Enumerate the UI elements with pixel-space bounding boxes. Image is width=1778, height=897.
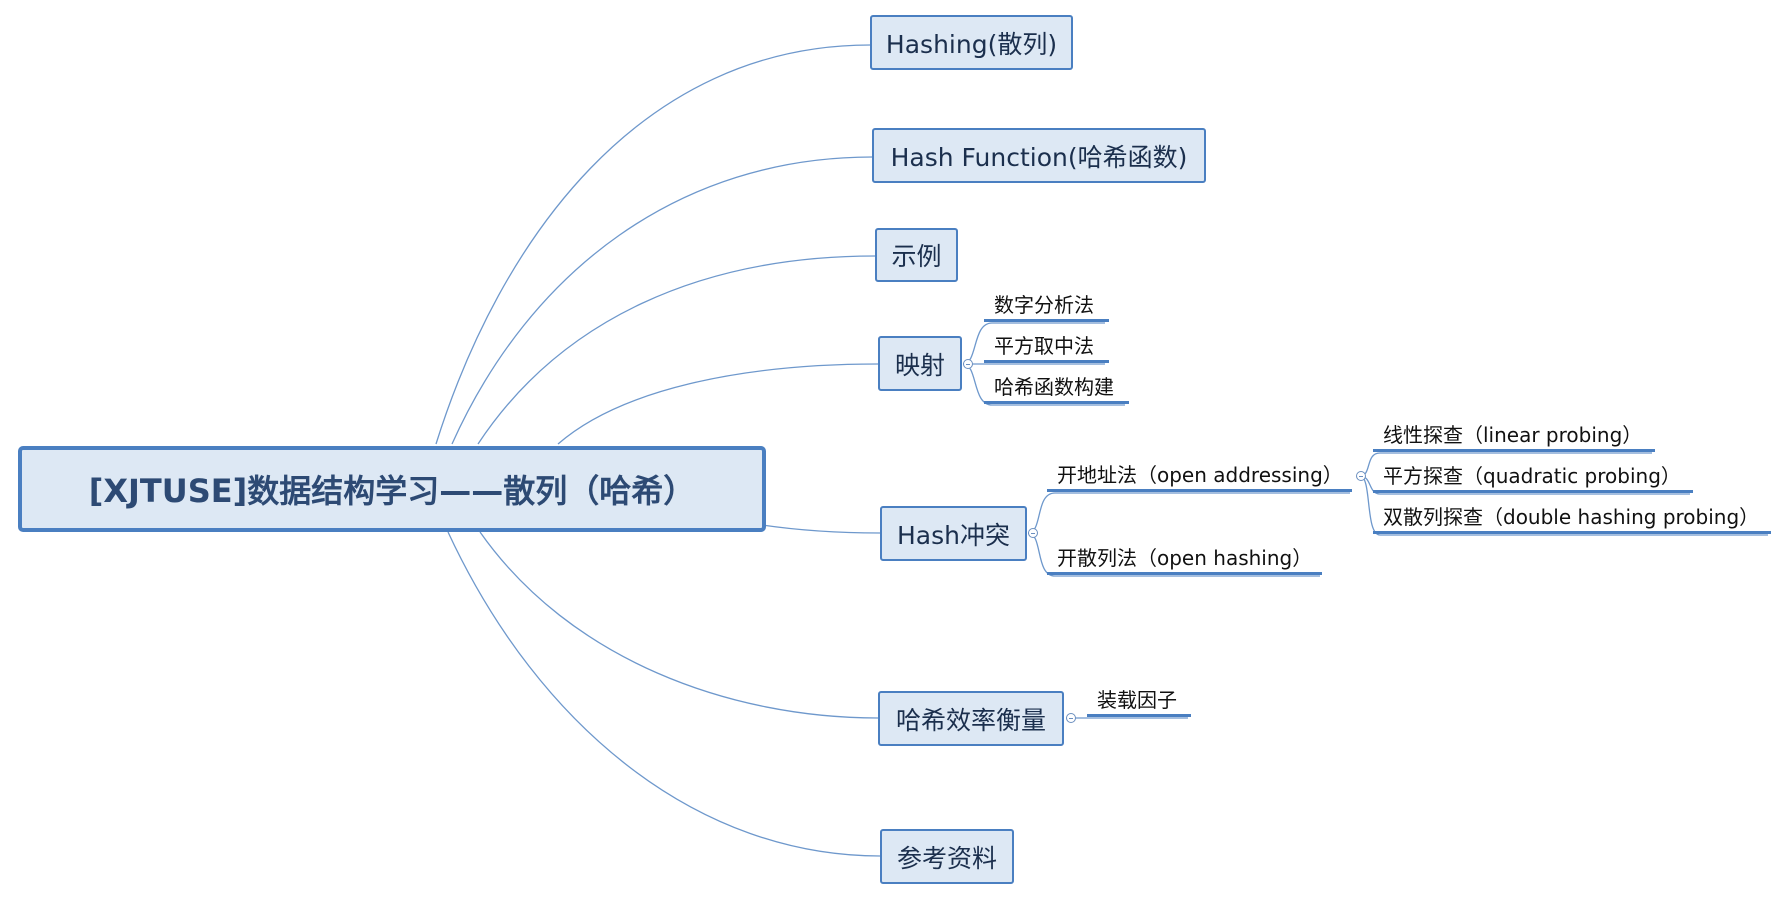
- mapping-child-1-label: 数字分析法: [994, 293, 1094, 317]
- open-addressing-label: 开地址法（open addressing）: [1057, 463, 1343, 487]
- link-hash-function: [451, 156, 873, 445]
- mapping-child-3[interactable]: 哈希函数构建: [984, 373, 1129, 404]
- link-mapping: [557, 363, 879, 445]
- mapping-child-1[interactable]: 数字分析法: [984, 291, 1109, 322]
- topic-mapping-label: 映射: [894, 350, 945, 380]
- link-collision-1: [1027, 492, 1350, 534]
- link-collision: [761, 524, 881, 534]
- oa-child-linear[interactable]: 线性探查（linear probing）: [1373, 421, 1655, 452]
- topic-hashing[interactable]: Hashing(散列): [870, 15, 1073, 70]
- collapse-toggle-icon[interactable]: [1066, 713, 1076, 723]
- topic-mapping[interactable]: 映射: [878, 336, 962, 391]
- link-efficiency: [479, 531, 879, 719]
- topic-hashing-label: Hashing(散列): [885, 29, 1058, 59]
- open-hashing-label: 开散列法（open hashing）: [1057, 546, 1313, 570]
- oa-child-quadratic-label: 平方探查（quadratic probing）: [1383, 464, 1681, 488]
- efficiency-child-load-factor[interactable]: 装载因子: [1087, 686, 1191, 717]
- topic-example[interactable]: 示例: [875, 228, 958, 282]
- root-topic-label: [XJTUSE]数据结构学习——散列（哈希）: [88, 472, 696, 510]
- mapping-child-3-label: 哈希函数构建: [994, 375, 1114, 399]
- topic-hash-function[interactable]: Hash Function(哈希函数): [872, 128, 1206, 183]
- collapse-toggle-icon[interactable]: [1356, 471, 1366, 481]
- oa-child-double-label: 双散列探查（double hashing probing）: [1383, 505, 1760, 529]
- topic-collision[interactable]: Hash冲突: [880, 506, 1027, 561]
- collapse-toggle-icon[interactable]: [963, 359, 973, 369]
- load-factor-label: 装载因子: [1097, 688, 1177, 712]
- oa-child-double[interactable]: 双散列探查（double hashing probing）: [1373, 503, 1771, 534]
- topic-efficiency[interactable]: 哈希效率衡量: [878, 691, 1064, 746]
- topic-efficiency-label: 哈希效率衡量: [895, 705, 1046, 735]
- topic-references-label: 参考资料: [896, 843, 997, 873]
- mapping-child-2-label: 平方取中法: [994, 334, 1094, 358]
- link-references: [447, 531, 881, 857]
- root-topic[interactable]: [XJTUSE]数据结构学习——散列（哈希）: [18, 446, 766, 532]
- topic-example-label: 示例: [891, 242, 942, 271]
- collision-open-hashing[interactable]: 开散列法（open hashing）: [1047, 544, 1322, 575]
- oa-child-quadratic[interactable]: 平方探查（quadratic probing）: [1373, 462, 1693, 493]
- topic-collision-label: Hash冲突: [897, 520, 1010, 550]
- oa-child-linear-label: 线性探查（linear probing）: [1383, 423, 1643, 447]
- topic-references[interactable]: 参考资料: [880, 829, 1014, 884]
- link-example: [477, 255, 876, 445]
- topic-hash-function-label: Hash Function(哈希函数): [890, 142, 1188, 172]
- collision-open-addressing[interactable]: 开地址法（open addressing）: [1047, 461, 1352, 492]
- link-hashing: [435, 44, 871, 445]
- collapse-toggle-icon[interactable]: [1028, 528, 1038, 538]
- mapping-child-2[interactable]: 平方取中法: [984, 332, 1109, 363]
